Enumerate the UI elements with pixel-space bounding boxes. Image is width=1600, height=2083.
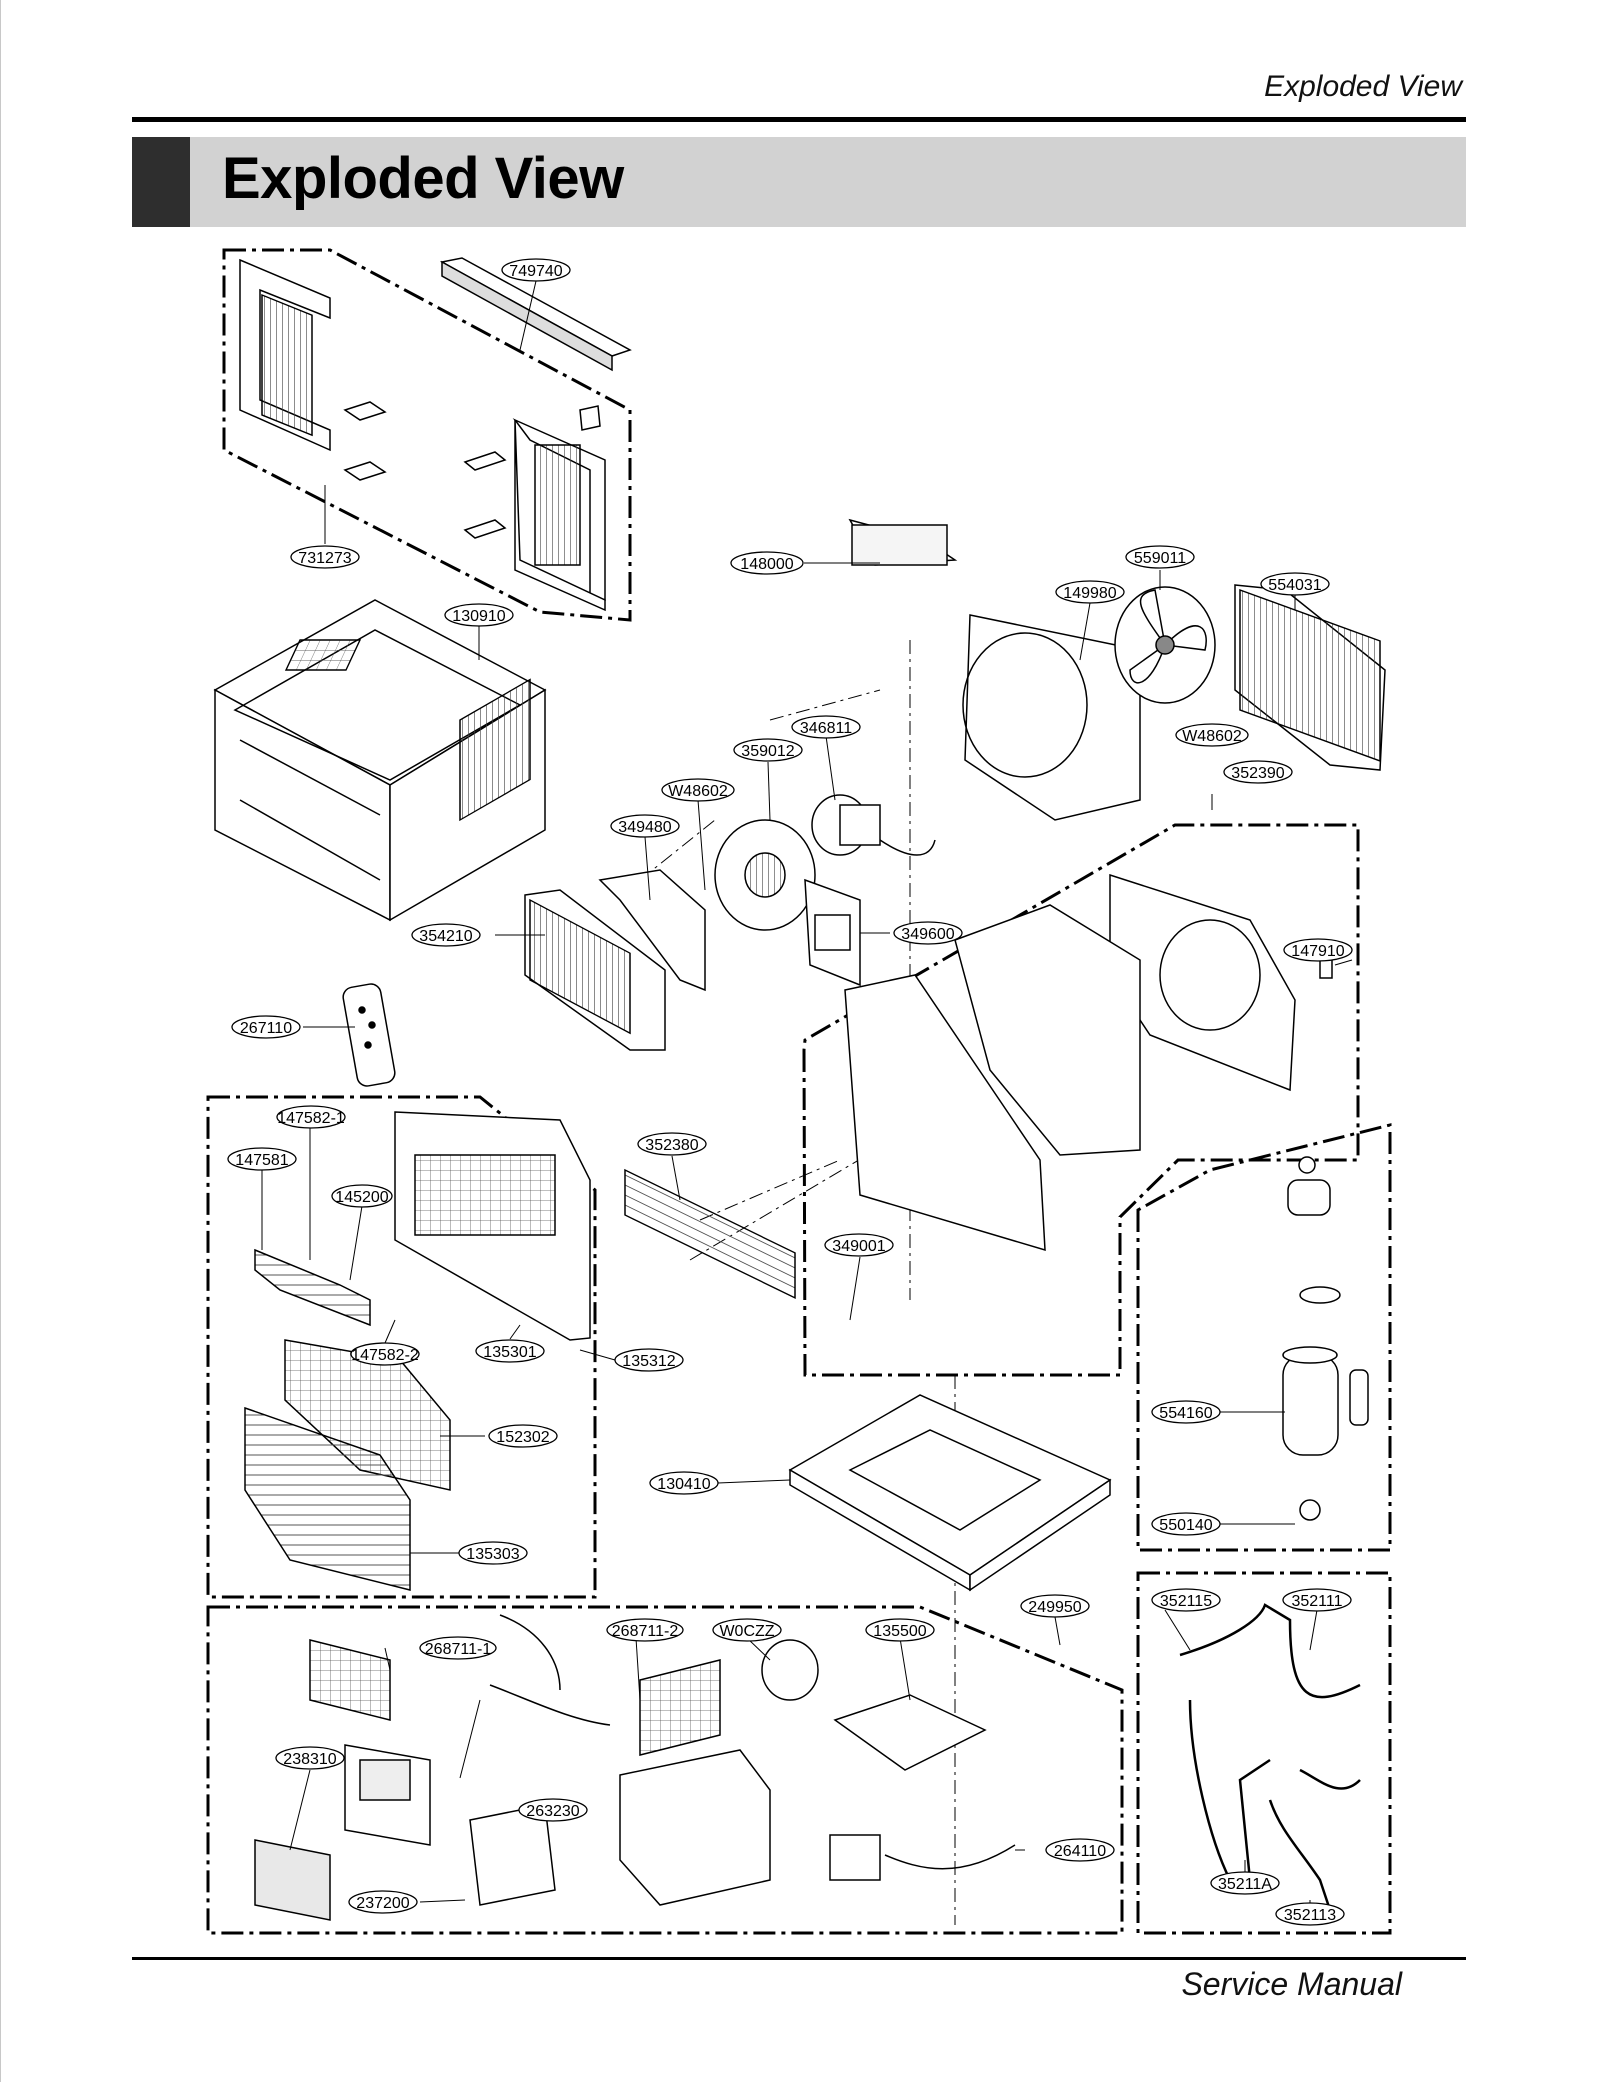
group-boundary-compressor bbox=[1136, 1123, 1392, 1552]
part-label-559011: 559011 bbox=[1134, 550, 1186, 567]
part-label-147910: 147910 bbox=[1291, 943, 1344, 960]
remote-control-part bbox=[342, 983, 396, 1087]
part-label-349001: 349001 bbox=[832, 1238, 885, 1255]
shroud-part bbox=[848, 518, 1141, 821]
condenser-coil-part bbox=[1234, 584, 1386, 771]
part-label-749740: 749740 bbox=[509, 263, 562, 280]
control-box-part bbox=[254, 1614, 1016, 1921]
fan-part bbox=[1114, 586, 1216, 704]
title-band: Exploded View bbox=[132, 137, 1466, 227]
part-label-554160: 554160 bbox=[1159, 1405, 1212, 1422]
part-label-35211a: 35211A bbox=[1218, 1876, 1272, 1893]
bottom-rule bbox=[132, 1957, 1466, 1960]
part-label-268711-2: 268711-2 bbox=[612, 1623, 679, 1640]
part-label-148000: 148000 bbox=[740, 556, 793, 573]
part-label-731273: 731273 bbox=[298, 550, 351, 567]
part-label-237200: 237200 bbox=[356, 1895, 409, 1912]
part-label-264110: 264110 bbox=[1054, 1843, 1106, 1860]
part-label-352115: 352115 bbox=[1160, 1593, 1212, 1610]
group-boundary-curtain-kit bbox=[222, 248, 632, 622]
part-label-354210: 354210 bbox=[419, 928, 472, 945]
part-label-267110: 267110 bbox=[240, 1020, 292, 1037]
part-label-550140: 550140 bbox=[1159, 1517, 1212, 1534]
part-label-135500: 135500 bbox=[873, 1623, 926, 1640]
part-label-130910: 130910 bbox=[452, 608, 505, 625]
title-accent-block bbox=[132, 137, 190, 227]
part-label-135303: 135303 bbox=[466, 1546, 519, 1563]
part-label-152302: 152302 bbox=[496, 1429, 549, 1446]
curtain-kit-part bbox=[239, 257, 632, 612]
part-label-352390: 352390 bbox=[1231, 765, 1284, 782]
motor-part bbox=[811, 794, 936, 856]
part-label-w48602-blower: W48602 bbox=[668, 783, 728, 800]
tubing-part bbox=[1179, 1603, 1361, 1911]
header-section-title: Exploded View bbox=[1264, 70, 1462, 103]
front-panel-part bbox=[244, 1111, 591, 1591]
group-boundary-control-box bbox=[206, 1605, 1124, 1935]
part-label-352111: 352111 bbox=[1291, 1593, 1342, 1610]
group-boundary-tubing bbox=[1136, 1571, 1392, 1935]
part-label-w48602-fan: W48602 bbox=[1182, 728, 1242, 745]
part-label-149980: 149980 bbox=[1063, 585, 1116, 602]
part-label-554031: 554031 bbox=[1268, 577, 1321, 594]
part-label-268711-1: 268711-1 bbox=[425, 1641, 492, 1658]
top-rule bbox=[132, 117, 1466, 122]
part-label-349600: 349600 bbox=[901, 926, 954, 943]
part-label-135312: 135312 bbox=[622, 1353, 675, 1370]
compressor-part bbox=[1282, 1156, 1369, 1521]
part-label-352380: 352380 bbox=[645, 1137, 698, 1154]
part-label-359012: 359012 bbox=[741, 743, 794, 760]
blower-wheel-part bbox=[714, 819, 816, 931]
scroll-housing-part bbox=[598, 869, 861, 992]
footer-title: Service Manual bbox=[1181, 1966, 1402, 2002]
part-label-135301: 135301 bbox=[483, 1344, 536, 1361]
part-label-238310: 238310 bbox=[283, 1751, 336, 1768]
part-label-263230: 263230 bbox=[526, 1803, 579, 1820]
part-label-249950: 249950 bbox=[1028, 1599, 1081, 1616]
part-label-w0czz: W0CZZ bbox=[719, 1623, 774, 1640]
part-label-352113: 352113 bbox=[1284, 1907, 1336, 1924]
page-title: Exploded View bbox=[222, 146, 624, 211]
part-label-147582-1: 147582-1 bbox=[277, 1110, 345, 1127]
part-label-147581: 147581 bbox=[235, 1152, 288, 1169]
part-label-349480: 349480 bbox=[618, 819, 671, 836]
cabinet-part bbox=[213, 599, 547, 922]
part-label-147582-2: 147582-2 bbox=[351, 1347, 419, 1364]
evaporator-part bbox=[524, 889, 666, 1051]
part-label-145200: 145200 bbox=[335, 1189, 388, 1206]
group-boundary-front-grille bbox=[206, 1095, 597, 1599]
air-guide-part bbox=[624, 873, 1333, 1300]
part-label-130410: 130410 bbox=[657, 1476, 710, 1493]
base-pan-part bbox=[788, 1394, 1112, 1592]
part-label-346811: 346811 bbox=[800, 720, 852, 737]
